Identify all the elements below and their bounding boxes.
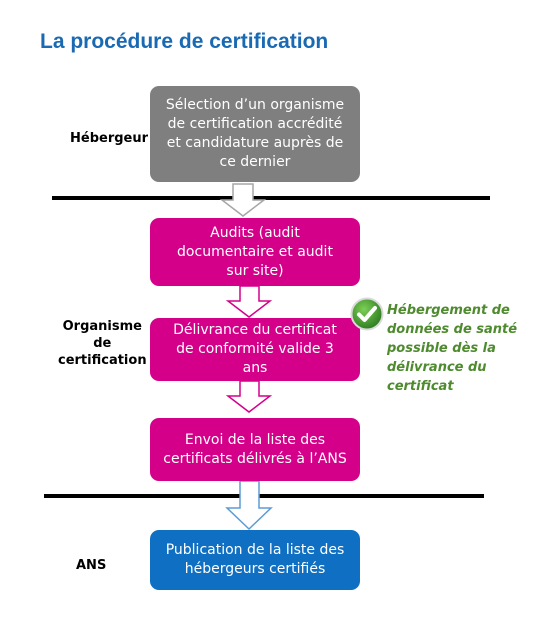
step-audits-text: Audits (audit documentaire et audit sur …	[177, 224, 333, 279]
check-circle-icon	[350, 297, 384, 331]
divider-bottom	[44, 494, 484, 498]
step-envoi: Envoi de la liste des certificats délivr…	[150, 418, 360, 481]
step-envoi-text: Envoi de la liste des certificats délivr…	[163, 431, 347, 467]
page-title: La procédure de certification	[40, 30, 329, 53]
row-label-organisme: Organisme de certification	[58, 319, 147, 368]
step-audits: Audits (audit documentaire et audit sur …	[150, 218, 360, 286]
step-delivrance-text: Délivrance du certificat de conformité v…	[173, 322, 337, 376]
hosting-note: Hébergement de données de santé possible…	[387, 303, 518, 394]
arrow-envoi-to-publication	[225, 480, 273, 531]
row-label-ans: ANS	[76, 558, 107, 573]
step-publication-text: Publication de la liste des hébergeurs c…	[165, 542, 345, 577]
divider-top	[52, 196, 490, 200]
step-selection-text: Sélection d’un organisme de certificatio…	[165, 97, 345, 170]
arrow-selection-to-audits	[219, 183, 267, 217]
arrow-delivrance-to-envoi	[225, 380, 273, 413]
arrow-audits-to-delivrance	[225, 285, 273, 318]
step-publication: Publication de la liste des hébergeurs c…	[150, 530, 360, 590]
row-label-hebergeur: Hébergeur	[70, 131, 149, 146]
step-selection: Sélection d’un organisme de certificatio…	[150, 86, 360, 182]
step-delivrance: Délivrance du certificat de conformité v…	[150, 318, 360, 381]
